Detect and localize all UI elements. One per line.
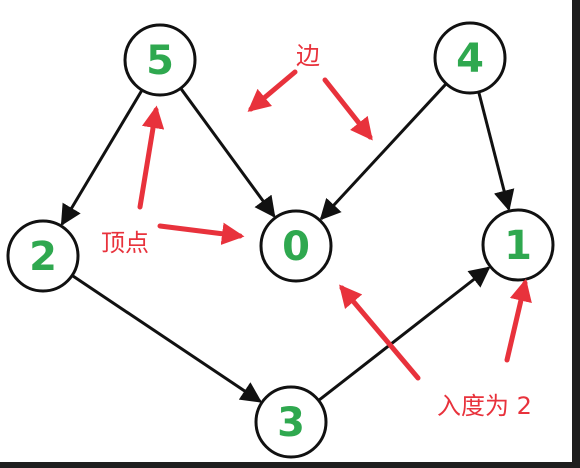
node-4: 4 (433, 21, 507, 95)
edge-3-to-1 (318, 266, 491, 402)
node-label-4: 4 (456, 36, 484, 82)
node-1: 1 (481, 208, 555, 282)
vertex-annotation-arrow-up (137, 105, 165, 210)
node-circle-3 (254, 385, 328, 459)
node-circle-2 (6, 219, 80, 293)
graph-diagram: 5 4 2 0 1 3 边 顶点 入度为 2 (6, 21, 555, 459)
vertex-annotation-label: 顶点 (101, 229, 149, 257)
diagram-canvas: 5 4 2 0 1 3 边 顶点 入度为 2 (0, 0, 572, 462)
edges-group (60, 83, 515, 403)
node-5: 5 (123, 23, 197, 97)
edge-annotation-label: 边 (296, 42, 320, 70)
edge-annotation-arrow-left (247, 69, 298, 112)
edge-4-to-0 (319, 83, 447, 221)
node-3: 3 (254, 385, 328, 459)
node-label-3: 3 (277, 400, 305, 446)
vertex-annotation-arrow-right (157, 222, 245, 245)
edge-annotation-arrow-right (322, 77, 373, 141)
indegree-annotation-label: 入度为 2 (437, 392, 532, 420)
node-circle-0 (259, 209, 333, 283)
annotation-arrows (137, 69, 532, 381)
node-label-2: 2 (29, 234, 57, 280)
node-2: 2 (6, 219, 80, 293)
nodes-group: 5 4 2 0 1 3 (6, 21, 555, 459)
edge-4-to-1 (477, 92, 515, 212)
edge-5-to-0 (180, 88, 276, 218)
indegree-annotation-arrow-left (339, 284, 421, 381)
node-circle-4 (433, 21, 507, 95)
node-circle-5 (123, 23, 197, 97)
edge-5-to-2 (60, 90, 143, 227)
node-label-0: 0 (282, 224, 310, 270)
node-label-5: 5 (146, 38, 174, 84)
indegree-annotation-arrow-right (504, 278, 532, 363)
node-label-1: 1 (504, 223, 532, 269)
node-0: 0 (259, 209, 333, 283)
edge-2-to-3 (72, 274, 262, 403)
